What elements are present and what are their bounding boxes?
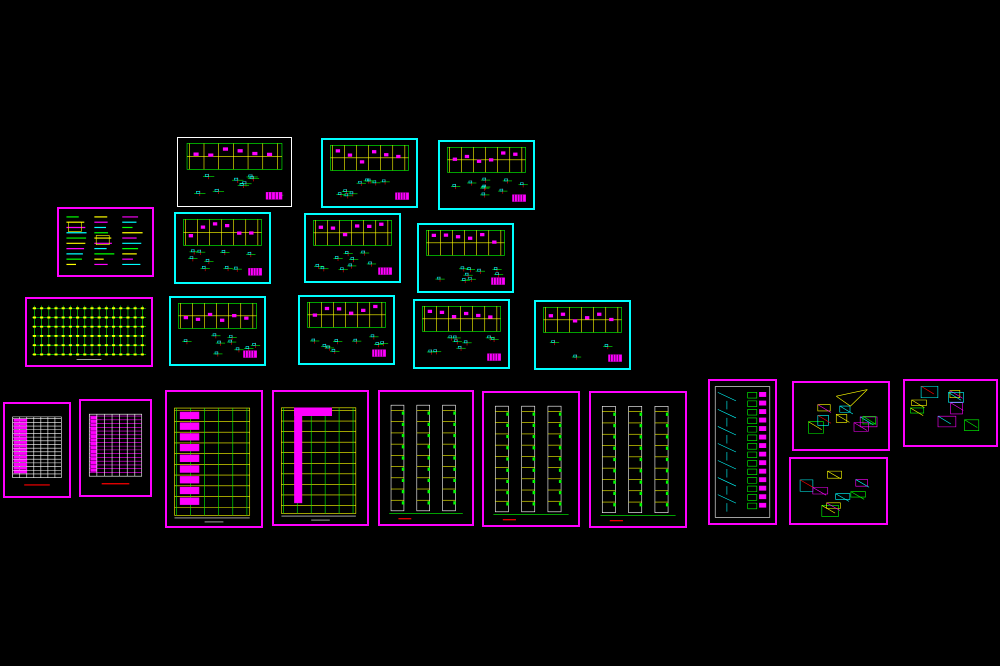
sheet-plan-row1-c-linework (440, 142, 533, 208)
sheet-detail-c-linework (905, 381, 996, 445)
sheet-schedule-a[interactable] (3, 402, 71, 498)
sheet-plan-row3-b-linework (300, 297, 393, 363)
sheet-plan-row1-a[interactable] (177, 137, 292, 207)
sheet-grid-layout[interactable] (25, 297, 153, 367)
sheet-schedule-b[interactable] (79, 399, 152, 497)
sheet-detail-b-linework (791, 459, 886, 523)
sheet-plan-row2-c[interactable] (417, 223, 514, 293)
sheet-stair-section[interactable] (708, 379, 777, 525)
sheet-section-c-linework (591, 393, 685, 526)
sheet-section-c[interactable] (589, 391, 687, 528)
sheet-detail-c[interactable] (903, 379, 998, 447)
sheet-plan-row1-c[interactable] (438, 140, 535, 210)
sheet-plan-row3-b[interactable] (298, 295, 395, 365)
sheet-legend-notes-linework (59, 209, 152, 275)
sheet-plan-row2-a-linework (176, 214, 269, 282)
sheet-elevation-b[interactable] (272, 390, 369, 526)
sheet-plan-row3-d-linework (536, 302, 629, 368)
sheet-plan-row1-a-linework (178, 138, 291, 206)
sheet-elevation-a[interactable] (165, 390, 263, 528)
sheet-section-a[interactable] (378, 390, 474, 526)
sheet-schedule-b-linework (81, 401, 150, 495)
sheet-stair-section-linework (710, 381, 775, 523)
sheet-section-a-linework (380, 392, 472, 524)
sheet-plan-row3-c[interactable] (413, 299, 510, 369)
sheet-detail-a[interactable] (792, 381, 890, 451)
sheet-detail-a-linework (794, 383, 888, 449)
sheet-plan-row3-c-linework (415, 301, 508, 367)
sheet-elevation-a-linework (167, 392, 261, 526)
sheet-plan-row2-a[interactable] (174, 212, 271, 284)
sheet-grid-layout-linework (27, 299, 151, 365)
sheet-plan-row1-b[interactable] (321, 138, 418, 208)
sheet-plan-row2-b[interactable] (304, 213, 401, 283)
sheet-plan-row1-b-linework (323, 140, 416, 206)
sheet-detail-b[interactable] (789, 457, 888, 525)
sheet-plan-row3-d[interactable] (534, 300, 631, 370)
sheet-plan-row3-a[interactable] (169, 296, 266, 366)
sheet-elevation-b-linework (274, 392, 367, 524)
sheet-plan-row2-b-linework (306, 215, 399, 281)
sheet-plan-row2-c-linework (419, 225, 512, 291)
sheet-section-b[interactable] (482, 391, 580, 527)
sheet-schedule-a-linework (5, 404, 69, 496)
sheet-legend-notes[interactable] (57, 207, 154, 277)
sheet-plan-row3-a-linework (171, 298, 264, 364)
sheet-section-b-linework (484, 393, 578, 525)
